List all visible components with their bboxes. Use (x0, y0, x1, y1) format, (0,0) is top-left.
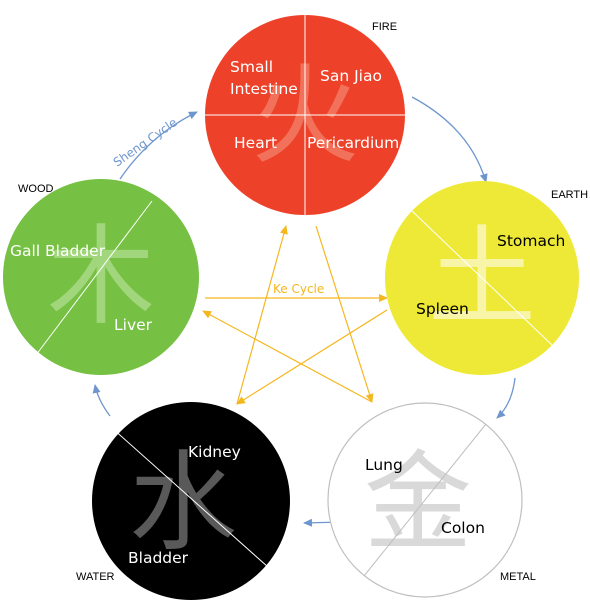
earth-divider (411, 210, 553, 346)
wood-divider (35, 200, 153, 356)
sheng-cycle-arrows (92, 96, 516, 527)
earth-organ-spleen: Spleen (416, 300, 469, 318)
water-divider (111, 427, 269, 568)
earth-organ-stomach: Stomach (497, 232, 565, 250)
fire-element: 火 Small Intestine San Jiao Heart Pericar… (205, 15, 405, 215)
metal-glyph: 金 (364, 441, 472, 566)
sheng-arrow-water-to-wood (92, 384, 111, 417)
ke-arrow-fire-to-metal (315, 225, 374, 403)
wood-glyph: 木 (47, 215, 155, 340)
wood-element: 木 Gall Bladder Liver WOOD (3, 179, 199, 375)
sheng-cycle-label: Sheng Cycle (111, 115, 180, 169)
water-circle (92, 402, 290, 600)
wood-element-label: WOOD (18, 183, 53, 195)
earth-element: 土 Stomach Spleen EARTH (385, 181, 588, 375)
metal-element-label: METAL (500, 571, 536, 583)
fire-organ-small: Small (230, 58, 273, 76)
sheng-arrow-wood-to-fire (119, 111, 198, 180)
fire-organ-intestine: Intestine (230, 80, 298, 98)
water-element-label: WATER (76, 571, 115, 583)
water-organ-kidney: Kidney (188, 443, 241, 461)
wood-circle (3, 179, 199, 375)
fire-organ-heart: Heart (234, 134, 277, 152)
metal-organ-lung: Lung (365, 456, 403, 474)
sheng-arrow-fire-to-earth (411, 96, 488, 183)
metal-organ-colon: Colon (441, 519, 485, 537)
earth-element-label: EARTH (551, 189, 588, 201)
water-element: 水 Kidney Bladder WATER (76, 402, 290, 600)
ke-cycle-label: Ke Cycle (273, 282, 324, 296)
sheng-arrow-earth-to-metal (496, 377, 516, 419)
fire-organ-pericardium: Pericardium (307, 134, 399, 152)
fire-element-label: FIRE (372, 21, 397, 33)
metal-element: 金 Lung Colon METAL (327, 402, 536, 598)
water-organ-bladder: Bladder (128, 549, 189, 567)
ke-arrow-earth-to-water (236, 309, 388, 405)
water-glyph: 水 (129, 441, 237, 566)
ke-cycle-arrows (202, 225, 388, 405)
metal-divider (363, 423, 487, 577)
wood-organ-gall-bladder: Gall Bladder (10, 242, 106, 260)
wood-organ-liver: Liver (114, 316, 153, 334)
fire-organ-san-jiao: San Jiao (320, 67, 382, 85)
ke-arrow-water-to-fire (236, 225, 288, 405)
ke-arrow-metal-to-wood (202, 310, 373, 403)
